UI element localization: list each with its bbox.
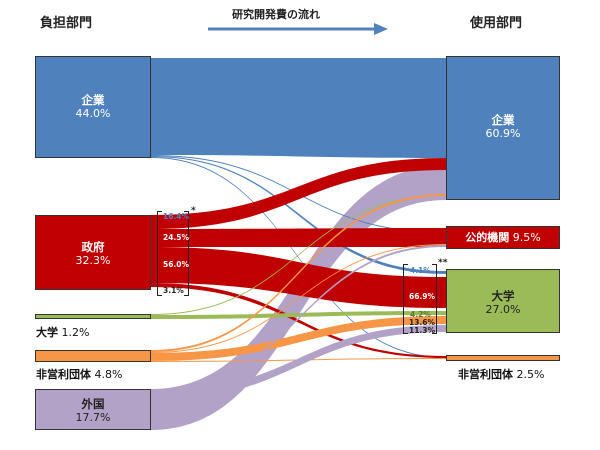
university-inflow-label: 66.9% <box>409 292 436 301</box>
university-inflow-label: 13.6% <box>409 318 436 327</box>
flow-government-to-public <box>151 228 446 247</box>
university-inflow-label: 4.2% <box>410 310 431 319</box>
flow-nonprofit-to-university <box>151 316 446 361</box>
source-company-box: 企業 44.0% <box>35 56 151 158</box>
target-university-name: 大学 <box>491 289 515 303</box>
target-company-value: 60.9% <box>485 127 521 140</box>
target-nonprofit-label: 非営利団体 2.5% <box>458 368 545 381</box>
source-foreign-value: 17.7% <box>75 411 111 424</box>
flow-university-to-university <box>151 311 446 319</box>
flow-arrow-icon <box>374 23 388 35</box>
source-government-name: 政府 <box>81 240 105 254</box>
flow-nonprofit-to-public <box>151 244 446 353</box>
target-public-name: 公的機関 <box>465 231 510 244</box>
target-sector-title: 使用部門 <box>470 16 523 31</box>
source-foreign-name: 外国 <box>81 397 105 411</box>
target-university-box: 大学 27.0% <box>446 269 560 333</box>
flow-government-to-university <box>151 247 446 308</box>
source-company-value: 44.0% <box>75 107 111 120</box>
target-university-value: 27.0% <box>485 303 521 316</box>
target-public-value: 9.5% <box>512 231 541 244</box>
flow-nonprofit-to-company <box>151 194 446 352</box>
source-university-label: 大学 1.2% <box>36 326 90 339</box>
government-split-label: 24.5% <box>163 233 190 242</box>
target-company-name: 企業 <box>491 113 515 127</box>
source-nonprofit-label: 非営利団体 4.8% <box>36 368 123 381</box>
government-split-bracket-right <box>184 211 189 296</box>
university-inflow-bracket-right <box>432 264 437 334</box>
flow-government-to-nonprofit <box>151 283 446 358</box>
government-split-label: 3.1% <box>163 286 184 295</box>
source-company-name: 企業 <box>81 93 105 107</box>
university-inflow-mark: ** <box>438 258 448 268</box>
target-nonprofit-box <box>446 355 560 361</box>
source-government-value: 32.3% <box>75 254 111 267</box>
university-inflow-label: 11.3% <box>409 326 436 335</box>
flow-company-to-nonprofit <box>151 157 446 358</box>
flow-foreign-to-company <box>151 165 446 430</box>
flow-foreign-to-public <box>151 245 446 392</box>
source-nonprofit-box <box>35 350 151 362</box>
source-government-box: 政府 32.3% <box>35 215 151 290</box>
flow-university-to-company <box>151 195 446 315</box>
government-split-label: 16.4% <box>163 212 190 221</box>
target-company-box: 企業 60.9% <box>446 56 560 200</box>
source-foreign-box: 外国 17.7% <box>35 389 151 430</box>
government-split-label: 56.0% <box>163 260 190 269</box>
flow-company-to-university <box>151 156 446 274</box>
university-inflow-bracket-left <box>403 264 408 334</box>
flow-government-to-company <box>151 158 446 229</box>
flow-direction-title: 研究開発費の流れ <box>232 8 320 21</box>
flow-company-to-company <box>151 58 446 158</box>
university-inflow-label: 4.1% <box>410 266 431 275</box>
flow-foreign-to-university <box>151 325 446 400</box>
source-sector-title: 負担部門 <box>40 16 93 31</box>
source-university-box <box>35 314 151 319</box>
government-split-mark: * <box>191 206 196 216</box>
government-split-bracket-left <box>157 211 162 296</box>
target-public-box: 公的機関 9.5% <box>446 226 560 249</box>
